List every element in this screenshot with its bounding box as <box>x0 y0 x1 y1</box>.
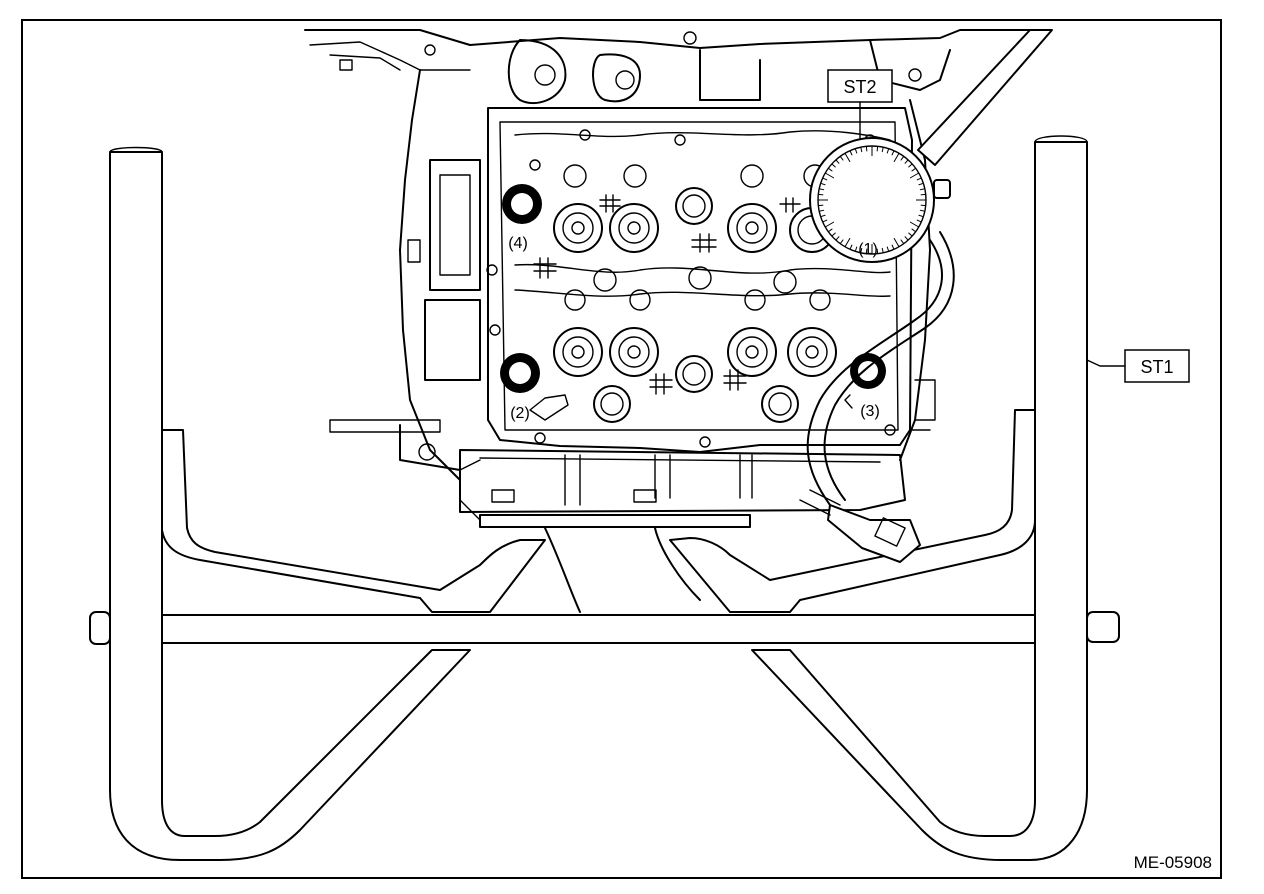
label-st2-box: ST2 <box>827 69 893 139</box>
dial-tick <box>849 150 853 156</box>
dial-tick <box>919 188 925 191</box>
callout-1: (1) <box>858 241 878 258</box>
dial-tick <box>904 159 909 164</box>
dial-tick <box>865 248 868 254</box>
dial-tick <box>920 204 926 207</box>
bolt-bosses <box>486 129 896 448</box>
dial-tick <box>908 232 913 237</box>
hatch-marks <box>533 194 801 395</box>
dial-tick <box>920 193 926 196</box>
dial-tick-marks <box>818 146 926 254</box>
dial-tick <box>893 152 900 163</box>
dial-tick <box>839 239 844 244</box>
dial-tick <box>854 246 858 252</box>
dial-tick <box>919 209 925 212</box>
label-st1-box: ST1 <box>1086 349 1190 383</box>
dial-tick <box>881 247 884 253</box>
dial-tick <box>860 147 863 153</box>
dial-tick <box>886 246 890 252</box>
engine-stand-st1 <box>89 135 1120 861</box>
dial-tick <box>904 236 909 241</box>
dial-tick <box>822 177 828 181</box>
dial-tick <box>819 209 825 212</box>
dial-tick <box>828 228 833 233</box>
dial-tick <box>865 146 868 152</box>
label-st2: ST2 <box>843 77 876 97</box>
dial-tick <box>835 159 840 164</box>
dial-tick <box>824 172 835 179</box>
dial-tick <box>893 237 900 248</box>
dial-tick <box>911 228 916 233</box>
dial-tick <box>854 148 858 154</box>
dial-tick <box>819 188 825 191</box>
dial-tick <box>911 167 916 172</box>
head-bolt-4 <box>502 184 542 224</box>
dial-tick <box>818 193 824 196</box>
dial-tick <box>860 247 863 253</box>
head-bolt-3 <box>850 353 886 389</box>
dial-tick <box>831 163 836 168</box>
dial-tick <box>818 204 824 207</box>
dial-tick <box>909 172 920 179</box>
dial-tick <box>876 248 879 254</box>
dial-tick <box>891 150 895 156</box>
dial-tick <box>916 177 922 181</box>
dial-tick <box>844 152 851 163</box>
label-st1: ST1 <box>1140 357 1173 377</box>
dial-tick <box>876 146 879 152</box>
dial-tick <box>828 167 833 172</box>
dial-tick <box>820 182 826 186</box>
dial-tick <box>916 219 922 223</box>
cylinder-head <box>459 107 913 613</box>
dial-tick <box>918 182 924 186</box>
dial-tick <box>918 214 924 218</box>
dial-tick <box>900 239 905 244</box>
dial-tick <box>900 156 905 161</box>
dial-tick <box>820 214 826 218</box>
dial-tick <box>849 244 853 250</box>
figure-id: ME-05908 <box>1134 853 1212 872</box>
dial-tick <box>886 148 890 154</box>
dial-tick <box>844 237 851 248</box>
dial-tick <box>839 156 844 161</box>
dial-tick <box>822 219 828 223</box>
head-bolt-2 <box>500 353 540 393</box>
callout-2: (2) <box>510 405 530 422</box>
callout-4: (4) <box>508 235 528 252</box>
dial-tick <box>824 221 835 228</box>
dial-tick <box>891 244 895 250</box>
dial-tick <box>835 236 840 241</box>
torque-wrench-st2 <box>799 29 1053 563</box>
dial-tick <box>909 221 920 228</box>
dial-tick <box>831 232 836 237</box>
valve-spring-row-bottom <box>553 327 837 423</box>
callout-3: (3) <box>860 403 880 420</box>
dial-tick <box>881 147 884 153</box>
dial-tick <box>908 163 913 168</box>
